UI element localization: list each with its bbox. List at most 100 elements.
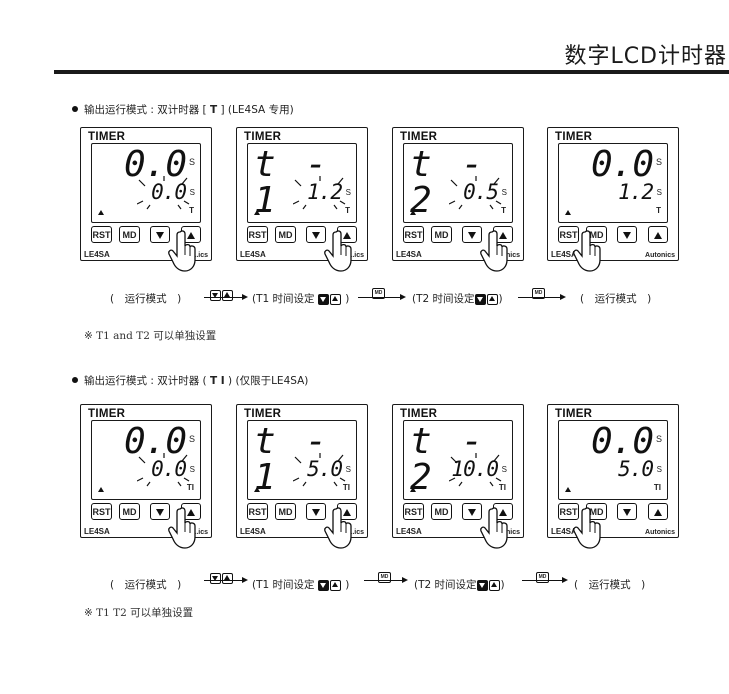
flow-run-mode: ( 运行模式 ) <box>110 293 182 305</box>
flow-t1-setting: (T1 时间设定 ) <box>252 577 349 592</box>
md-key-icon: MD <box>536 572 549 583</box>
down-button[interactable] <box>150 226 170 243</box>
up-arrow-icon <box>499 509 507 517</box>
up-button[interactable] <box>337 503 357 520</box>
md-button[interactable]: MD <box>119 226 140 243</box>
down-arrow-key-icon <box>317 579 329 591</box>
sub-display: 1.2 <box>618 180 654 204</box>
down-button[interactable] <box>150 503 170 520</box>
rst-button[interactable]: RST <box>558 503 579 520</box>
page-title: 数字LCD计时器 <box>564 44 727 69</box>
timer-device: TIMER 0.0 S 0.0 S T RST MD LE4SA Au..ics <box>80 127 212 261</box>
main-unit: S <box>188 434 195 444</box>
down-arrow-icon <box>468 509 476 517</box>
down-button[interactable] <box>617 226 637 243</box>
output-indicator-icon <box>410 487 416 492</box>
timer-mode-tag: T <box>345 206 350 215</box>
lcd-screen: 0.0 S 1.2 S T <box>558 143 668 223</box>
brand-label: Au..ics <box>185 529 208 536</box>
brand-label: Autonics <box>645 252 675 259</box>
blink-indicator-icon <box>292 453 347 487</box>
model-label: LE4SA <box>240 250 266 259</box>
md-button[interactable]: MD <box>431 503 452 520</box>
md-button[interactable]: MD <box>275 503 296 520</box>
up-button[interactable] <box>493 503 513 520</box>
blink-indicator-icon <box>448 453 503 487</box>
rst-button[interactable]: RST <box>91 503 112 520</box>
button-row: RST MD <box>558 226 670 246</box>
down-arrow-icon <box>623 509 631 517</box>
up-arrow-key-icon <box>488 579 500 591</box>
button-row: RST MD <box>91 226 203 246</box>
heading-text: 输出运行模式 : 双计时器 ( <box>84 375 210 387</box>
model-label: LE4SA <box>396 250 422 259</box>
up-arrow-icon <box>499 232 507 240</box>
flow-t2-text: (T2 时间设定 <box>412 293 475 305</box>
timer-device: TIMER 0.0 S 1.2 S T RST MD LE4SA Autonic… <box>547 127 679 261</box>
button-row: RST MD <box>247 503 359 523</box>
down-arrow-key-icon <box>317 293 329 305</box>
model-label: LE4SA <box>84 527 110 536</box>
md-key: MD <box>532 283 546 302</box>
down-arrow-icon <box>468 232 476 240</box>
down-button[interactable] <box>462 503 482 520</box>
flow-t1-setting: (T1 时间设定 ) <box>252 291 349 306</box>
up-button[interactable] <box>493 226 513 243</box>
flow-close: ) <box>498 293 503 305</box>
main-unit: S <box>188 157 195 167</box>
down-up-keys <box>210 568 234 587</box>
md-button[interactable]: MD <box>275 226 296 243</box>
up-arrow-key-icon <box>329 579 341 591</box>
output-indicator-icon <box>254 210 260 215</box>
up-arrow-icon <box>187 509 195 517</box>
md-key-icon: MD <box>532 288 545 299</box>
timer-device: TIMER 0.0 S 5.0 S TI RST MD LE4SA Autoni… <box>547 404 679 538</box>
main-display: 0.0 <box>123 421 187 462</box>
flow-t1-text: (T1 时间设定 <box>252 293 315 305</box>
up-button[interactable] <box>648 503 668 520</box>
bullet-icon <box>72 377 78 383</box>
up-arrow-icon <box>654 509 662 517</box>
flow-run-mode: ( 运行模式 ) <box>580 293 652 305</box>
button-row: RST MD <box>247 226 359 246</box>
heading-text: 输出运行模式 : 双计时器 [ <box>84 104 210 116</box>
down-button[interactable] <box>462 226 482 243</box>
lcd-screen: 0.0 S 0.0 S TI <box>91 420 201 500</box>
device-label: TIMER <box>555 131 593 143</box>
rst-button[interactable]: RST <box>558 226 579 243</box>
timer-mode-tag: TI <box>342 483 350 492</box>
rst-button[interactable]: RST <box>91 226 112 243</box>
rst-button[interactable]: RST <box>403 503 424 520</box>
button-row: RST MD <box>91 503 203 523</box>
md-key: MD <box>536 567 550 586</box>
flow-t2-setting: (T2 时间设定) <box>414 577 505 592</box>
device-label: TIMER <box>244 408 282 420</box>
timer-device: TIMER 0.0 S 0.0 S TI RST MD LE4SA Au..ic… <box>80 404 212 538</box>
down-arrow-key-icon <box>474 293 486 305</box>
up-arrow-key-icon <box>222 573 233 584</box>
md-button[interactable]: MD <box>431 226 452 243</box>
up-arrow-key-icon <box>222 290 233 301</box>
rst-button[interactable]: RST <box>247 226 268 243</box>
sub-display: 10.0 <box>451 457 499 481</box>
flow-arrow <box>364 577 408 583</box>
lcd-screen: 0.0 S 5.0 S TI <box>558 420 668 500</box>
down-arrow-key-icon <box>210 290 221 301</box>
sub-display: 0.5 <box>463 180 499 204</box>
down-button[interactable] <box>617 503 637 520</box>
md-button[interactable]: MD <box>586 503 607 520</box>
sub-unit: S <box>345 188 351 197</box>
button-row: RST MD <box>403 503 515 523</box>
bullet-icon <box>72 106 78 112</box>
flow-t2-text: (T2 时间设定 <box>414 579 477 591</box>
timer-mode-tag: TI <box>186 483 194 492</box>
rst-button[interactable]: RST <box>403 226 424 243</box>
device-label: TIMER <box>88 408 126 420</box>
up-button[interactable] <box>648 226 668 243</box>
md-button[interactable]: MD <box>119 503 140 520</box>
down-button[interactable] <box>306 503 326 520</box>
note-1: ※ T1 and T2 可以单独设置 <box>84 330 217 342</box>
main-unit: S <box>655 434 662 444</box>
rst-button[interactable]: RST <box>247 503 268 520</box>
down-button[interactable] <box>306 226 326 243</box>
